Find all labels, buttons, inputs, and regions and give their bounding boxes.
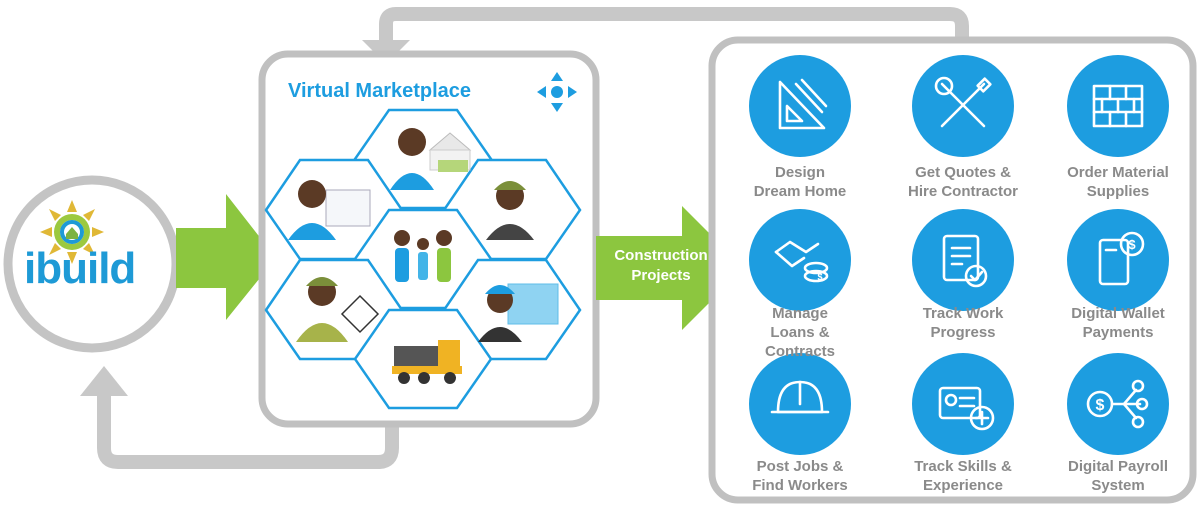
marketplace-title: Virtual Marketplace — [288, 80, 472, 102]
label-line: Manage — [772, 305, 828, 322]
move-arrows-icon — [537, 72, 577, 112]
service-label-design: Design Dream Home — [730, 163, 870, 201]
service-label-skills: Track Skills & Experience — [893, 457, 1033, 495]
logo-sun-icon — [40, 200, 104, 264]
arrow-construction-projects — [596, 206, 744, 330]
coin-dollar-glyph: $ — [817, 272, 822, 282]
loop-arrow-bottom — [97, 392, 399, 469]
family-people-icon — [394, 230, 452, 282]
label-line: Order Material — [1067, 164, 1169, 181]
id-card-plus-icon — [912, 353, 1014, 455]
service-label-quotes: Get Quotes & Hire Contractor — [893, 163, 1033, 201]
arrow-to-marketplace — [176, 194, 276, 320]
service-label-jobs: Post Jobs & Find Workers — [730, 457, 870, 495]
label-line: Experience — [922, 477, 1004, 494]
hex-grid — [264, 108, 582, 410]
label-line: Dream Home — [753, 183, 847, 200]
clipboard-check-icon — [912, 209, 1014, 311]
supply-truck-icon — [392, 340, 462, 384]
label-line: Payments — [1082, 324, 1154, 341]
arrow-label-line1: Construction — [614, 247, 708, 264]
label-line: Supplies — [1086, 183, 1150, 200]
label-line: Track Skills & — [914, 458, 1012, 475]
logo-wordmark: ibuild — [24, 244, 136, 293]
phone-wallet-icon — [1067, 209, 1169, 311]
architect-person-icon — [288, 180, 371, 240]
drafting-tools-icon — [749, 55, 851, 157]
label-line: Design — [774, 164, 825, 181]
construction-projects-label: Construction Projects — [588, 246, 734, 286]
label-line: Loans & — [770, 324, 830, 341]
label-line: Post Jobs & — [756, 458, 844, 475]
label-line: Digital Payroll — [1067, 458, 1169, 475]
label-line: Get Quotes & — [915, 164, 1011, 181]
label-line: Progress — [930, 324, 996, 341]
homeowner-person-icon — [390, 128, 472, 190]
label-line: Hire Contractor — [907, 183, 1019, 200]
bricklayer-person-icon — [478, 283, 559, 342]
dollar-sign-glyph: $ — [1096, 397, 1105, 414]
contractor-person-icon — [486, 181, 534, 240]
label-line: Track Work — [922, 305, 1004, 322]
label-line: Digital Wallet — [1071, 305, 1165, 322]
service-label-progress: Track Work Progress — [893, 304, 1033, 342]
loop-arrowhead-bottom — [80, 366, 128, 396]
label-line: Find Workers — [752, 477, 848, 494]
service-label-loans: Manage Loans & Contracts — [730, 304, 870, 361]
label-line: System — [1091, 477, 1145, 494]
loop-arrow-top — [379, 7, 969, 48]
service-label-payroll: Digital Payroll System — [1048, 457, 1188, 495]
worker-person-icon — [296, 277, 380, 342]
wallet-dollar-glyph: $ — [1128, 237, 1136, 252]
arrow-label-line2: Projects — [631, 267, 691, 284]
service-label-wallet: Digital Wallet Payments — [1048, 304, 1188, 342]
label-line: Contracts — [764, 343, 835, 360]
service-label-materials: Order Material Supplies — [1048, 163, 1188, 201]
